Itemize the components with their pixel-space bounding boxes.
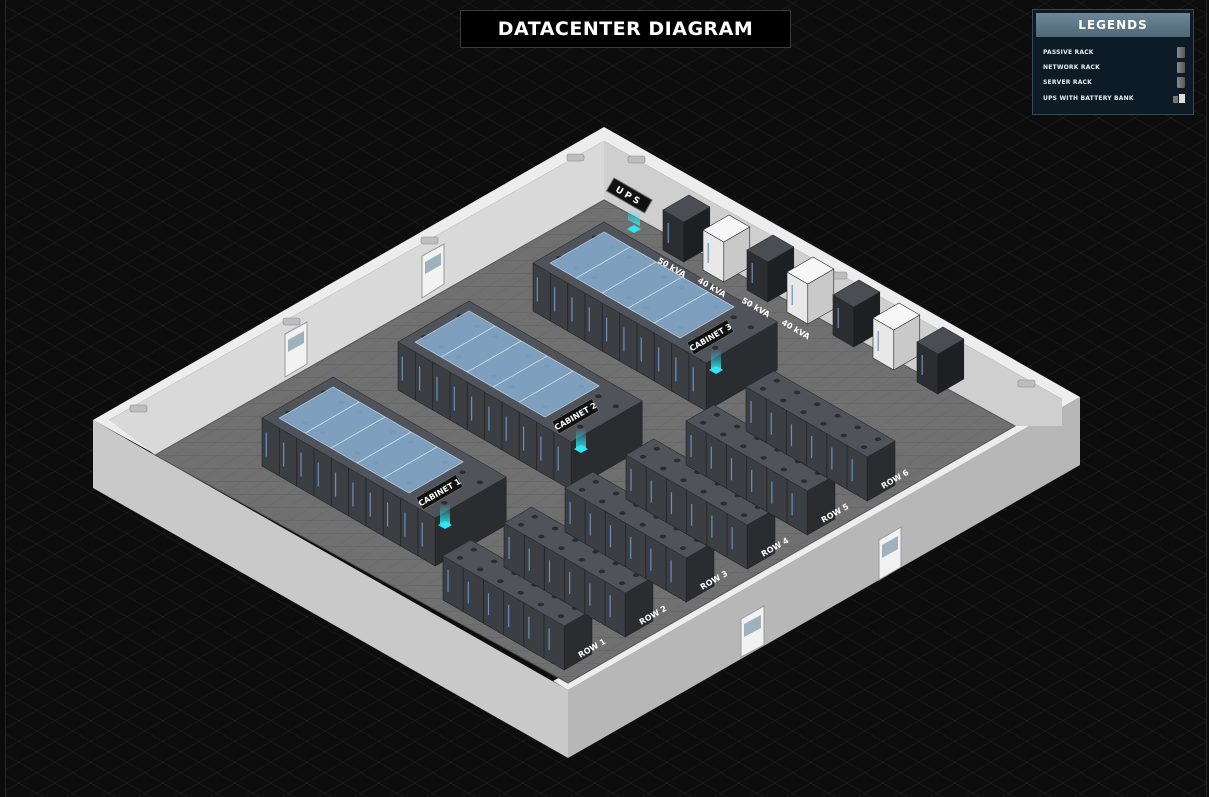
legend-label: SERVER RACK bbox=[1043, 78, 1093, 86]
legend-label: PASSIVE RACK bbox=[1043, 48, 1094, 56]
ups-sign-beam bbox=[628, 208, 640, 226]
wall-front-left bbox=[93, 420, 568, 758]
doors bbox=[284, 243, 902, 658]
cabinet-beam bbox=[711, 349, 721, 369]
ups-unit[interactable]: 50 kVA bbox=[740, 234, 795, 320]
server-row-5[interactable]: ROW 5 bbox=[685, 404, 851, 536]
ups-unit[interactable] bbox=[872, 302, 921, 371]
camera-icon bbox=[420, 236, 439, 245]
network-rack-icon bbox=[1177, 61, 1185, 73]
legend-label: NETWORK RACK bbox=[1043, 63, 1101, 71]
page-title-text: DATACENTER DIAGRAM bbox=[497, 18, 754, 40]
page-title: DATACENTER DIAGRAM bbox=[460, 10, 791, 48]
camera-icon bbox=[282, 317, 301, 326]
server-rack-icon bbox=[1177, 76, 1185, 88]
cabinet-1[interactable]: CABINET 1 bbox=[261, 376, 507, 567]
cabinet-beam bbox=[576, 428, 586, 448]
camera-icon bbox=[627, 155, 646, 164]
legend-heading-text: LEGENDS bbox=[1078, 18, 1148, 32]
legend-heading: LEGENDS bbox=[1036, 13, 1190, 37]
cabinet-2[interactable]: CABINET 2 bbox=[397, 300, 643, 491]
cabinet-marker bbox=[709, 366, 723, 374]
cabinet-marker bbox=[574, 445, 588, 453]
server-row-3[interactable]: ROW 3 bbox=[564, 471, 729, 603]
server-row-1[interactable]: ROW 1 bbox=[442, 539, 608, 671]
legend-label: UPS WITH BATTERY BANK bbox=[1043, 94, 1134, 102]
ups-unit[interactable] bbox=[916, 326, 965, 395]
cabinet-beam bbox=[440, 504, 450, 524]
legend-item-server-rack: SERVER RACK bbox=[1043, 75, 1185, 89]
cabinet-3[interactable]: CABINET 3 bbox=[532, 221, 778, 412]
door-icon bbox=[421, 243, 445, 299]
server-row-6[interactable]: ROW 6 bbox=[745, 370, 911, 502]
door-icon bbox=[878, 526, 902, 581]
wall-cameras bbox=[129, 153, 1036, 413]
camera-icon bbox=[129, 404, 148, 413]
door-icon bbox=[740, 605, 765, 658]
ups-sign-marker bbox=[627, 225, 641, 233]
camera-icon bbox=[566, 153, 585, 162]
legend-item-network-rack: NETWORK RACK bbox=[1043, 60, 1185, 74]
door-icon bbox=[284, 321, 308, 378]
wall-front-right bbox=[568, 397, 1080, 758]
legend-item-passive-rack: PASSIVE RACK bbox=[1043, 45, 1185, 59]
ups-unit[interactable] bbox=[832, 279, 881, 348]
wall-top bbox=[93, 127, 1080, 690]
ups-battery-icon bbox=[1173, 93, 1185, 103]
legend-panel: LEGENDS PASSIVE RACK NETWORK RACK SERVER… bbox=[1032, 9, 1194, 115]
camera-icon bbox=[1017, 379, 1036, 388]
cabinet-marker bbox=[438, 521, 452, 529]
wall-back-left bbox=[109, 141, 604, 455]
passive-rack-icon bbox=[1177, 46, 1185, 58]
server-row-2[interactable]: ROW 2 bbox=[503, 506, 668, 638]
legend-item-ups: UPS WITH BATTERY BANK bbox=[1043, 91, 1185, 105]
